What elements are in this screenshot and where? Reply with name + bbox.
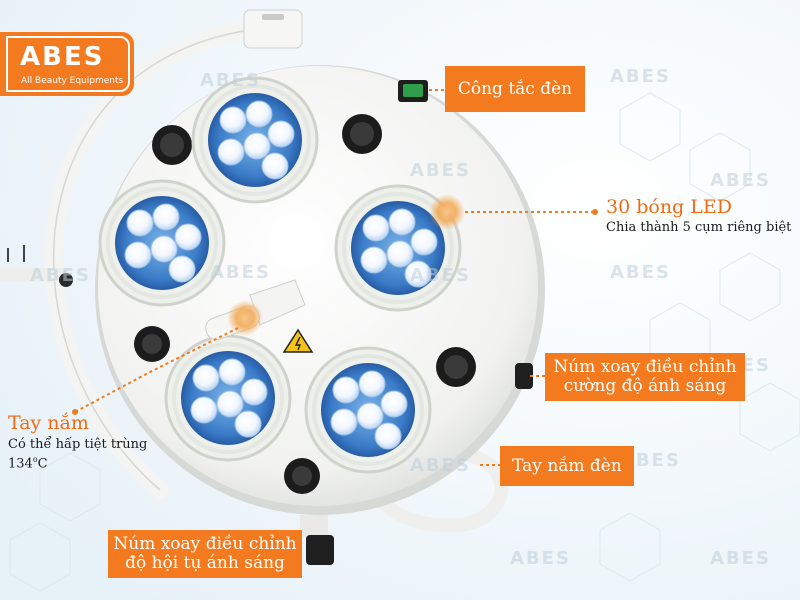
led-bulb [261, 152, 289, 180]
callout-focus-knob: Núm xoay điều chỉnh độ hội tụ ánh sáng [108, 530, 302, 578]
callout-handle-desc-line2: 134oC [8, 455, 48, 472]
led-cluster [191, 76, 319, 204]
led-bulb [190, 396, 218, 424]
led-bulb [362, 214, 390, 242]
logo-text: ABES [20, 42, 105, 72]
warning-triangle-icon [282, 328, 314, 353]
watermark: ABES [710, 170, 771, 191]
callout-focus-line1: Núm xoay điều chỉnh [113, 534, 297, 554]
callout-intensity-knob: Núm xoay điều chỉnh cường độ ánh sáng [545, 353, 745, 401]
led-bulb [174, 223, 202, 251]
led-bulb [267, 120, 295, 148]
led-cluster [98, 179, 226, 307]
callout-handle-desc-line1: Có thể hấp tiệt trùng [8, 437, 148, 452]
led-bulb [245, 100, 273, 128]
logo-subtitle: All Beauty Equipments [21, 76, 124, 86]
led-bulb [150, 235, 178, 263]
callout-focus-line2: độ hội tụ ánh sáng [125, 553, 285, 573]
led-bulb [152, 203, 180, 231]
callout-intensity-line2: cường độ ánh sáng [563, 376, 727, 396]
led-bulb [404, 260, 432, 288]
led-bulb [360, 246, 388, 274]
watermark: ABES [410, 265, 471, 286]
led-bulb [126, 209, 154, 237]
led-bulb [124, 241, 152, 269]
led-cluster [164, 334, 292, 462]
abes-logo: ABES All Beauty Equipments [0, 32, 134, 96]
watermark: ABES [410, 160, 471, 181]
callout-handle-desc: Có thể hấp tiệt trùng 134oC [8, 437, 147, 471]
led-bulb [358, 370, 386, 398]
led-bulb [330, 408, 358, 436]
callout-handle-title: Tay nắm [8, 412, 89, 434]
led-cluster [304, 346, 432, 474]
led-bulb [192, 364, 220, 392]
watermark: ABES [200, 70, 261, 91]
callout-lamp-handle: Tay nắm đèn [500, 446, 634, 486]
led-bulb [356, 402, 384, 430]
callout-intensity-line1: Núm xoay điều chỉnh [553, 357, 737, 377]
callout-light-switch-text: Công tắc đèn [457, 78, 573, 99]
led-bulb [332, 376, 360, 404]
led-bulb [240, 378, 268, 406]
led-bulb [386, 240, 414, 268]
led-cluster [334, 184, 462, 312]
callout-led-desc: Chia thành 5 cụm riêng biệt [606, 220, 792, 235]
watermark: ABES [210, 262, 271, 283]
watermark: ABES [620, 450, 681, 471]
watermark: ABES [30, 265, 91, 286]
watermark: ABES [610, 66, 671, 87]
callout-light-switch: Công tắc đèn [445, 66, 585, 112]
led-bulb [234, 410, 262, 438]
led-bulb [243, 132, 271, 160]
led-bulb [218, 358, 246, 386]
led-bulb [168, 255, 196, 283]
led-bulb [410, 228, 438, 256]
watermark: ABES [510, 548, 571, 569]
led-bulb [219, 106, 247, 134]
led-bulb [388, 208, 416, 236]
led-bulb [380, 390, 408, 418]
watermark: ABES [710, 548, 771, 569]
watermark: ABES [410, 455, 471, 476]
led-bulb [216, 390, 244, 418]
callout-lamp-handle-text: Tay nắm đèn [512, 455, 622, 476]
watermark: ABES [610, 262, 671, 283]
callout-led-title: 30 bóng LED [606, 196, 732, 218]
led-bulb [217, 138, 245, 166]
led-bulb [374, 422, 402, 450]
